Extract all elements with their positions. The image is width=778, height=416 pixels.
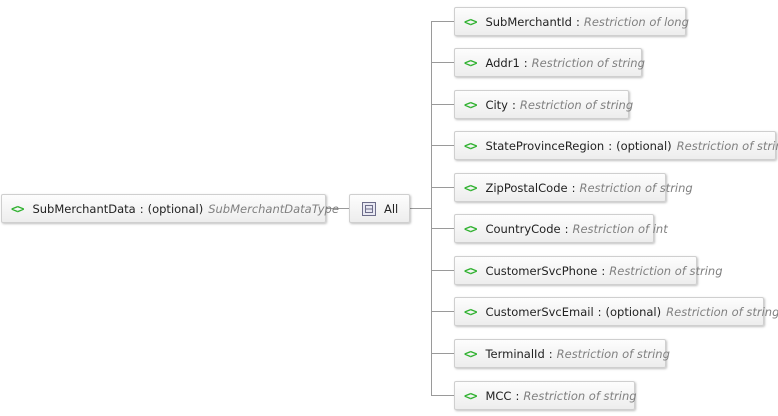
element-name: MCC bbox=[485, 388, 512, 403]
element-icon: <> bbox=[11, 201, 24, 216]
connector-branch-terminalid bbox=[431, 353, 454, 354]
element-name: City bbox=[485, 97, 508, 112]
element-name: ZipPostalCode bbox=[485, 180, 568, 195]
child-element-terminalid[interactable]: <> TerminalId:Restriction of string bbox=[454, 339, 670, 368]
child-element-customersvcphone[interactable]: <> CustomerSvcPhone:Restriction of string bbox=[454, 256, 723, 285]
root-element-modifier: (optional) bbox=[147, 201, 204, 216]
element-type: Restriction of string bbox=[676, 138, 778, 153]
separator: : bbox=[548, 346, 553, 361]
connector-branch-customersvcphone bbox=[431, 270, 454, 271]
element-name: CustomerSvcEmail bbox=[485, 304, 594, 319]
element-icon: <> bbox=[464, 180, 477, 195]
element-icon: <> bbox=[464, 388, 477, 403]
connector-branch-customersvcemail bbox=[431, 311, 454, 312]
separator: : bbox=[601, 263, 606, 278]
element-icon: <> bbox=[464, 14, 477, 29]
child-element-stateprovinceregion[interactable]: <> StateProvinceRegion:(optional) Restrict… bbox=[454, 131, 778, 160]
element-type: Restriction of string bbox=[556, 346, 670, 361]
root-element-node[interactable]: <> SubMerchantData : (optional) SubMerch… bbox=[1, 194, 339, 223]
child-element-addr1[interactable]: <> Addr1:Restriction of string bbox=[454, 48, 645, 77]
root-element-name: SubMerchantData bbox=[32, 201, 136, 216]
separator: : bbox=[608, 138, 613, 153]
separator: : bbox=[597, 304, 602, 319]
separator: : bbox=[512, 97, 516, 112]
connector-branch-countrycode bbox=[431, 228, 454, 229]
element-modifier: (optional) bbox=[605, 304, 662, 319]
element-name: TerminalId bbox=[485, 346, 545, 361]
connector-branch-mcc bbox=[431, 395, 454, 396]
element-name: Addr1 bbox=[485, 55, 520, 70]
child-element-zippostalcode[interactable]: <> ZipPostalCode:Restriction of string bbox=[454, 173, 693, 202]
connector-branch-submerchantid bbox=[431, 21, 454, 22]
connector-branch-addr1 bbox=[431, 62, 454, 63]
all-group-node[interactable]: All bbox=[349, 194, 410, 223]
element-type: Restriction of string bbox=[531, 55, 645, 70]
child-element-submerchantid[interactable]: <> SubMerchantId:Restriction of long bbox=[454, 7, 689, 36]
element-type: Restriction of int bbox=[572, 221, 668, 236]
element-name: StateProvinceRegion bbox=[485, 138, 605, 153]
separator: : bbox=[139, 201, 144, 216]
element-type: Restriction of long bbox=[583, 14, 689, 29]
child-element-countrycode[interactable]: <> CountryCode:Restriction of int bbox=[454, 214, 668, 243]
element-icon: <> bbox=[464, 346, 477, 361]
all-group-icon bbox=[362, 201, 376, 216]
element-type: Restriction of string bbox=[523, 388, 637, 403]
element-name: SubMerchantId bbox=[485, 14, 572, 29]
element-icon: <> bbox=[464, 97, 477, 112]
connector-branch-city bbox=[431, 104, 454, 105]
element-type: Restriction of string bbox=[519, 97, 634, 112]
child-element-city[interactable]: <> City:Restriction of string bbox=[454, 90, 633, 119]
separator: : bbox=[575, 14, 580, 29]
child-element-customersvcemail[interactable]: <> CustomerSvcEmail:(optional) Restriction… bbox=[454, 297, 778, 326]
connector-root-to-group bbox=[325, 208, 349, 209]
separator: : bbox=[571, 180, 576, 195]
element-type: Restriction of string bbox=[609, 263, 723, 278]
element-icon: <> bbox=[464, 55, 477, 70]
element-icon: <> bbox=[464, 138, 477, 153]
separator: : bbox=[523, 55, 528, 70]
element-type: Restriction of string bbox=[579, 180, 693, 195]
child-element-mcc[interactable]: <> MCC:Restriction of string bbox=[454, 381, 637, 410]
element-name: CustomerSvcPhone bbox=[485, 263, 598, 278]
separator: : bbox=[515, 388, 520, 403]
root-element-type: SubMerchantDataType bbox=[208, 201, 339, 216]
element-name: CountryCode bbox=[485, 221, 561, 236]
connector-trunk bbox=[431, 21, 432, 396]
element-icon: <> bbox=[464, 304, 477, 319]
element-icon: <> bbox=[464, 221, 477, 236]
element-type: Restriction of string bbox=[666, 304, 778, 319]
element-modifier: (optional) bbox=[616, 138, 672, 153]
element-icon: <> bbox=[464, 263, 477, 278]
connector-branch-zippostalcode bbox=[431, 187, 454, 188]
connector-branch-stateprovinceregion bbox=[431, 145, 454, 146]
connector-group-to-trunk bbox=[410, 208, 431, 209]
all-group-label: All bbox=[384, 201, 399, 216]
separator: : bbox=[564, 221, 569, 236]
